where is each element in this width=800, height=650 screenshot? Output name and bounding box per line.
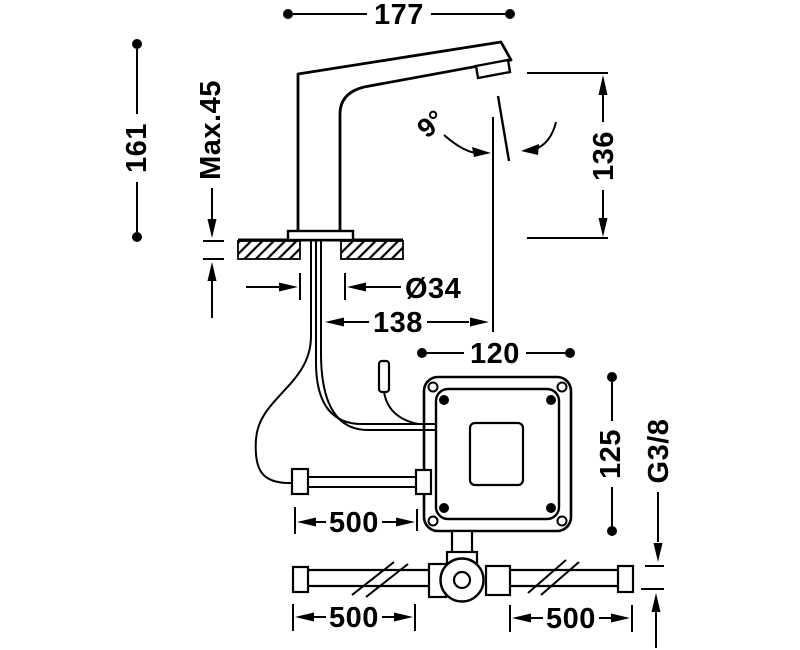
deck-hatch-left — [237, 240, 301, 260]
dim-box-height: 125 — [595, 372, 627, 536]
sensor-cable-lower — [320, 241, 436, 431]
control-box-window — [468, 421, 525, 487]
box-inlet-fitting — [414, 468, 433, 496]
dim-spout-height: 161 — [121, 39, 153, 242]
dim-label: 500 — [329, 602, 379, 634]
dim-label: Ø34 — [405, 273, 461, 305]
mounting-hole-icon — [556, 381, 568, 393]
dim-label: 500 — [546, 603, 596, 635]
stream-angle-line — [496, 95, 511, 162]
connector-cable — [383, 391, 419, 425]
pipe-cap-left — [291, 565, 310, 594]
control-box — [422, 375, 573, 533]
dim-label: 161 — [121, 123, 153, 173]
dim-shank-diameter: Ø34 — [246, 273, 461, 305]
dim-deck-thickness: Max.45 — [195, 80, 227, 318]
dim-dot-icon — [132, 232, 142, 242]
arrowhead-icon — [598, 218, 608, 237]
mounting-hole-icon — [427, 381, 439, 393]
faucet — [286, 40, 513, 242]
dim-outlet-offset: 138 — [325, 307, 489, 339]
dim-dot-icon — [505, 9, 515, 19]
arrowhead-icon — [512, 613, 531, 623]
dim-label: G3/8 — [643, 419, 675, 484]
dim-label: 177 — [374, 0, 424, 31]
valve-fitting-right — [484, 564, 512, 597]
arrowhead-icon — [279, 282, 298, 292]
outlet-nozzle — [474, 58, 512, 80]
screw-dot-icon — [546, 395, 556, 405]
arrowhead-icon — [598, 75, 608, 95]
dim-label: 125 — [595, 429, 627, 479]
dim-outlet-height: 136 — [527, 72, 620, 239]
valve-stem — [450, 529, 474, 555]
arrowhead-icon — [394, 612, 413, 622]
break-mark — [540, 561, 580, 596]
faucet-body — [296, 40, 513, 234]
arrowhead-icon — [521, 144, 539, 155]
arrowhead-icon — [611, 613, 630, 623]
sensor-connector — [377, 359, 391, 394]
supply-hose-loop — [254, 241, 312, 485]
dim-dot-icon — [565, 348, 575, 358]
base-plate — [286, 229, 355, 242]
dim-pipe-left-length: 500 — [292, 602, 416, 634]
deck-hatch-right — [340, 240, 404, 260]
dim-dot-icon — [607, 372, 617, 382]
valve-port — [452, 570, 472, 590]
dim-dot-icon — [417, 348, 427, 358]
arrowhead-icon — [396, 517, 415, 527]
dim-spout-reach: 177 — [283, 0, 515, 31]
break-mark — [365, 563, 409, 598]
screw-dot-icon — [546, 503, 556, 513]
supply-lines — [254, 241, 436, 496]
dim-label: 120 — [470, 338, 520, 370]
dim-label: Max.45 — [195, 80, 227, 180]
arrowhead-icon — [207, 219, 217, 238]
dim-label: 136 — [588, 131, 620, 181]
arrowhead-icon — [472, 147, 491, 157]
angle-label: 9° — [411, 104, 450, 144]
dim-label: 500 — [329, 507, 379, 539]
dim-dot-icon — [283, 9, 293, 19]
dim-dot-icon — [607, 526, 617, 536]
screw-dot-icon — [439, 395, 449, 405]
screw-dot-icon — [439, 503, 449, 513]
valve-assembly — [427, 529, 512, 603]
sensor-cable-upper — [315, 241, 436, 425]
break-mark — [527, 559, 567, 594]
arrowhead-icon — [470, 317, 489, 327]
dim-label: 138 — [373, 307, 423, 339]
dim-hose-length: 500 — [294, 507, 418, 539]
arrowhead-icon — [325, 317, 344, 327]
arrowhead-icon — [651, 593, 661, 612]
pipe-cap-right — [616, 564, 635, 594]
supply-pipe — [291, 559, 635, 598]
arrowhead-icon — [297, 517, 316, 527]
dim-pipe-right-length: 500 — [509, 603, 633, 635]
mounting-hole-icon — [427, 515, 439, 527]
arrowhead-icon — [653, 543, 663, 562]
arrowhead-icon — [295, 612, 314, 622]
arrowhead-icon — [207, 262, 217, 281]
dim-dot-icon — [132, 39, 142, 49]
break-mark — [351, 561, 395, 596]
arrowhead-icon — [347, 282, 366, 292]
hose-end-fitting — [290, 467, 310, 496]
mounting-hole-icon — [556, 515, 568, 527]
dim-pipe-thread: G3/8 — [641, 419, 675, 648]
dim-box-width: 120 — [417, 338, 575, 370]
